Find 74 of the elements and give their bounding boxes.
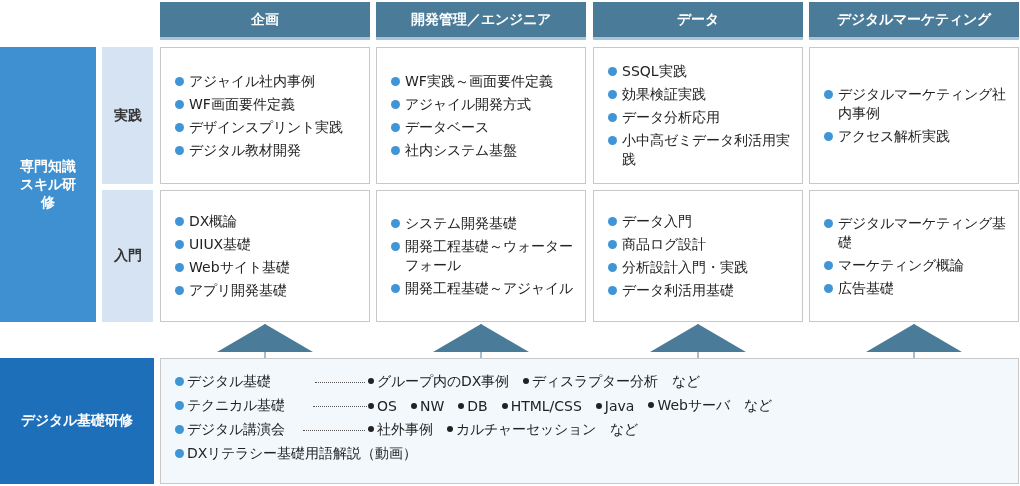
list-item: OS	[368, 398, 397, 414]
list-item: 社外事例	[368, 421, 433, 439]
column-header	[160, 2, 370, 40]
list-item: 社内システム基盤	[391, 140, 575, 160]
list-item: アクセス解析実践	[824, 127, 1008, 146]
list-item: WF実践～画面要件定義	[391, 71, 575, 91]
list-item: データ分析応用	[608, 108, 792, 127]
list-item: アジャイル社内事例	[175, 71, 359, 91]
row-label	[102, 47, 153, 184]
list-item: UIUX基礎	[175, 235, 359, 254]
list-item: DB	[458, 398, 488, 414]
course-card	[376, 47, 586, 184]
row-group-label	[0, 358, 154, 484]
list-item: アジャイル開発方式	[391, 94, 575, 114]
course-card	[809, 190, 1019, 322]
column-header	[809, 2, 1019, 40]
list-item: データベース	[391, 117, 575, 137]
column-header	[376, 2, 586, 40]
label-text: 実践	[113, 106, 142, 125]
list-item: テクニカル基礎	[175, 397, 360, 415]
list-item: デジタル基礎	[175, 373, 360, 391]
list-item: SSQL実践	[608, 62, 792, 81]
row-group-label	[0, 47, 96, 322]
list-item: 分析設計入門・実践	[608, 258, 792, 277]
list-item: デジタルマーケティング社内事例	[824, 85, 1008, 123]
list-item: など	[672, 373, 701, 391]
list-item: カルチャーセッション	[447, 421, 596, 439]
triangle-arrow	[866, 323, 962, 359]
list-item: など	[610, 421, 638, 439]
row-label	[102, 190, 153, 322]
list-item: アプリ開発基礎	[175, 281, 359, 300]
list-item: 商品ログ設計	[608, 235, 792, 254]
list-item: デジタルマーケティング基礎	[824, 214, 1008, 252]
list-item: 広告基礎	[824, 279, 1008, 298]
list-item: Java	[595, 398, 635, 414]
list-item: DX概論	[175, 212, 359, 231]
list-item: 効果検証実践	[608, 85, 792, 104]
list-item: マーケティング概論	[824, 256, 1008, 275]
course-card	[593, 190, 803, 322]
list-item: NW	[410, 398, 445, 414]
list-item: ディスラプター分析	[523, 373, 659, 391]
course-card	[376, 190, 586, 322]
course-card	[593, 47, 803, 184]
course-card	[160, 47, 370, 184]
list-item: デジタル教材開発	[175, 140, 359, 160]
header-text: デジタルマーケティング	[837, 10, 991, 29]
list-item: Webサーバ	[648, 397, 730, 415]
list-item: データ利活用基礎	[608, 281, 792, 300]
list-item: など	[743, 397, 772, 415]
list-item: デジタル講演会	[175, 421, 360, 439]
header-text: 企画	[251, 10, 279, 29]
list-item: DXリテラシー基礎用語解説（動画）	[175, 445, 418, 463]
triangle-arrow	[650, 323, 746, 359]
course-card	[160, 190, 370, 322]
label-text: 入門	[113, 247, 142, 265]
triangle-arrow	[433, 323, 529, 359]
header-text: 開発管理／エンジニア	[411, 10, 551, 29]
column-header	[593, 2, 803, 40]
list-item: システム開発基礎	[391, 214, 575, 233]
list-item: 開発工程基礎～アジャイル	[391, 279, 575, 298]
list-item: Webサイト基礎	[175, 258, 359, 277]
course-card	[809, 47, 1019, 184]
list-item: 開発工程基礎～ウォーターフォール	[391, 237, 575, 275]
course-panel	[160, 358, 1019, 484]
list-item: WF画面要件定義	[175, 94, 359, 114]
list-item: デザインスプリント実践	[175, 117, 359, 137]
label-text: デジタル基礎研修	[21, 412, 133, 430]
list-item: HTML/CSS	[501, 398, 582, 414]
list-item: 小中高ゼミデータ利活用実践	[608, 131, 792, 169]
label-text: 専門知識スキル研修	[19, 157, 77, 212]
list-item: データ入門	[608, 212, 792, 231]
header-text: データ	[677, 10, 719, 29]
list-item: グループ内のDX事例	[368, 373, 510, 391]
triangle-arrow	[217, 323, 313, 359]
